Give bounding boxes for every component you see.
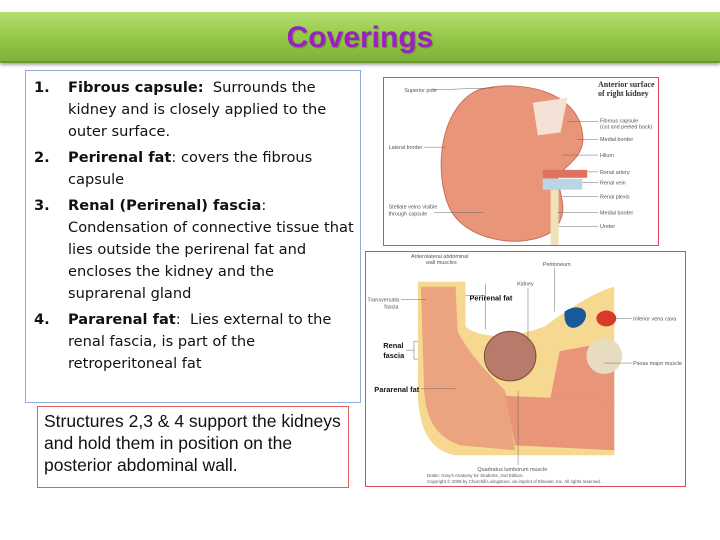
item-term: Pararenal fat xyxy=(68,311,176,328)
label-fibrous-capsule-2: (cut and peeled back) xyxy=(600,124,652,130)
label-kidney: Kidney xyxy=(517,282,534,288)
list-item: 2. Perirenal fat: covers the fibrous caps… xyxy=(34,147,354,191)
label-renal-fascia-2: fascia xyxy=(383,351,405,360)
label-transversalis-2: fascia xyxy=(384,305,399,311)
item-number: 3. xyxy=(34,197,50,214)
label-ivc: Inferior vena cava xyxy=(633,316,677,322)
item-number: 1. xyxy=(34,79,50,96)
item-number: 2. xyxy=(34,149,50,166)
label-stellate-2: through capsule xyxy=(389,211,428,217)
list-item: 1. Fibrous capsule: Surrounds the kidney … xyxy=(34,77,354,143)
label-renal-artery: Renal artery xyxy=(600,170,630,176)
kidney-anterior-figure: Superior pole Lateral border Stellate ve… xyxy=(383,77,659,246)
label-quadratus: Quadratus lumborum muscle xyxy=(477,467,547,473)
figure-copyright: Copyright © 2009 by Churchill Livingston… xyxy=(427,478,601,484)
label-ureter: Ureter xyxy=(600,224,615,230)
label-medial-border-2: Medial border xyxy=(600,210,633,216)
label-renal-vein: Renal vein xyxy=(600,181,626,187)
item-text: : covers the fibrous capsule xyxy=(68,149,313,188)
kidney-cross-section-figure: Anterolateral abdominal wall muscles Per… xyxy=(365,251,686,487)
label-transversalis: Transversalis xyxy=(367,298,399,304)
label-lateral-border: Lateral border xyxy=(389,145,423,151)
list-item: 3. Renal (Perirenal) fascia: Condensation… xyxy=(34,195,354,305)
figure-credit: Drake: Gray's Anatomy for Students, 2nd … xyxy=(427,473,524,478)
label-superior-pole: Superior pole xyxy=(404,88,436,94)
item-text: : Condensation of connective tissue that… xyxy=(68,197,354,302)
label-renal-plexus: Renal plexis xyxy=(600,195,630,201)
label-medial-border: Medial border xyxy=(600,137,633,143)
list-item: 4. Pararenal fat: Lies external to the re… xyxy=(34,309,354,375)
item-text: Surrounds the kidney and is closely appl… xyxy=(68,79,331,140)
label-wall-muscles-2: wall muscles xyxy=(425,260,457,266)
figure-heading: Anterior surface of right kidney xyxy=(598,80,655,98)
support-note: Structures 2,3 & 4 support the kidneys a… xyxy=(37,406,349,488)
item-term: Renal (Perirenal) fascia xyxy=(68,197,262,214)
label-perirenal-fat: Perirenal fat xyxy=(469,294,512,303)
slide-title: Coverings xyxy=(286,21,434,54)
item-text: : Lies external to the renal fascia, is … xyxy=(68,311,336,372)
item-term: Fibrous capsule: xyxy=(68,79,204,96)
coverings-list: 1. Fibrous capsule: Surrounds the kidney … xyxy=(25,70,361,403)
label-hilum: Hilum xyxy=(600,153,614,159)
title-bar: Coverings xyxy=(0,12,720,63)
item-term: Perirenal fat xyxy=(68,149,172,166)
label-pararenal-fat: Pararenal fat xyxy=(374,385,419,394)
label-stellate: Stellate veins visible xyxy=(389,204,438,210)
label-wall-muscles: Anterolateral abdominal xyxy=(411,254,468,260)
label-psoas: Psoas major muscle xyxy=(633,361,682,367)
label-fibrous-capsule: Fibrous capsule xyxy=(600,118,638,124)
label-renal-fascia: Renal xyxy=(383,341,403,350)
label-peritoneum: Peritoneum xyxy=(543,262,571,268)
item-number: 4. xyxy=(34,311,50,328)
